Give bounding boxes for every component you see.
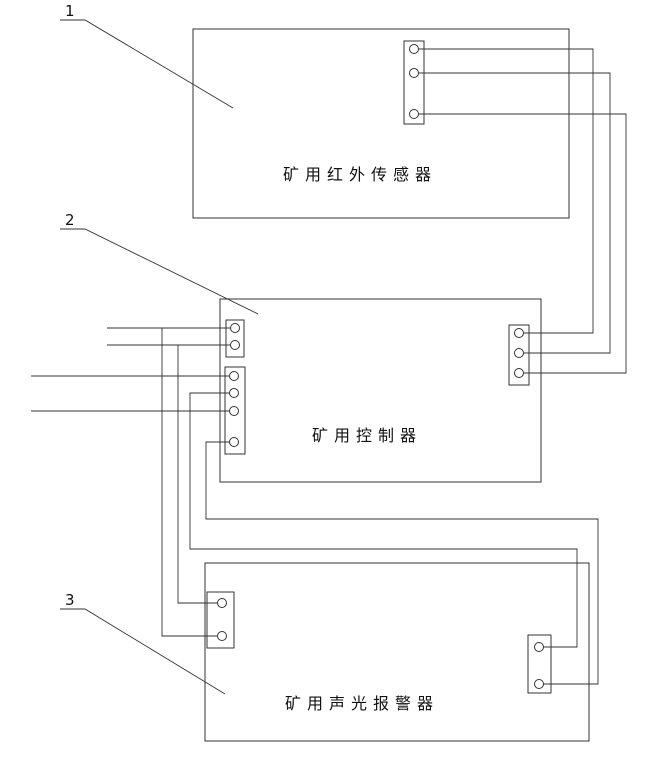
alarm-box — [204, 562, 590, 742]
controller-signal-terminal-block — [224, 366, 246, 455]
terminal — [409, 44, 419, 54]
sensor-box — [192, 28, 570, 219]
terminal — [230, 340, 240, 350]
terminal — [514, 348, 524, 358]
terminal — [230, 323, 240, 333]
alarm-signal-terminal-block — [527, 634, 552, 694]
alarm-power-wire-2 — [177, 345, 222, 604]
terminal — [229, 406, 239, 416]
terminal — [534, 679, 544, 689]
controller-number: 2 — [65, 211, 75, 229]
sensor-wire-1 — [419, 48, 594, 334]
terminal — [409, 109, 419, 119]
controller-box — [219, 298, 542, 483]
sensor-wire-2 — [419, 72, 611, 354]
terminal — [409, 68, 419, 78]
leader-line-3 — [60, 608, 226, 695]
terminal — [229, 388, 239, 398]
alarm-power-terminal-block — [206, 591, 235, 649]
alarm-signal-wire-1 — [189, 392, 578, 648]
leader-line-1 — [60, 19, 234, 109]
alarm-number: 3 — [65, 591, 75, 609]
controller-label: 矿用控制器 — [312, 426, 422, 445]
terminal — [229, 371, 239, 381]
controller-power-terminal-block — [225, 319, 245, 358]
controller-sensor-terminal-block — [508, 324, 530, 386]
alarm-power-wire-1 — [161, 328, 222, 637]
alarm-label: 矿用声光报警器 — [285, 694, 439, 713]
terminal — [514, 368, 524, 378]
terminal — [229, 437, 239, 447]
terminal — [217, 598, 227, 608]
sensor-terminal-block — [403, 40, 425, 125]
terminal — [217, 631, 227, 641]
terminal — [514, 328, 524, 338]
sensor-label: 矿用红外传感器 — [283, 165, 437, 184]
sensor-number: 1 — [65, 2, 75, 20]
sensor-wire-3 — [419, 113, 627, 374]
leader-line-2 — [60, 228, 259, 315]
terminal — [534, 642, 544, 652]
alarm-signal-wire-2 — [205, 441, 599, 685]
